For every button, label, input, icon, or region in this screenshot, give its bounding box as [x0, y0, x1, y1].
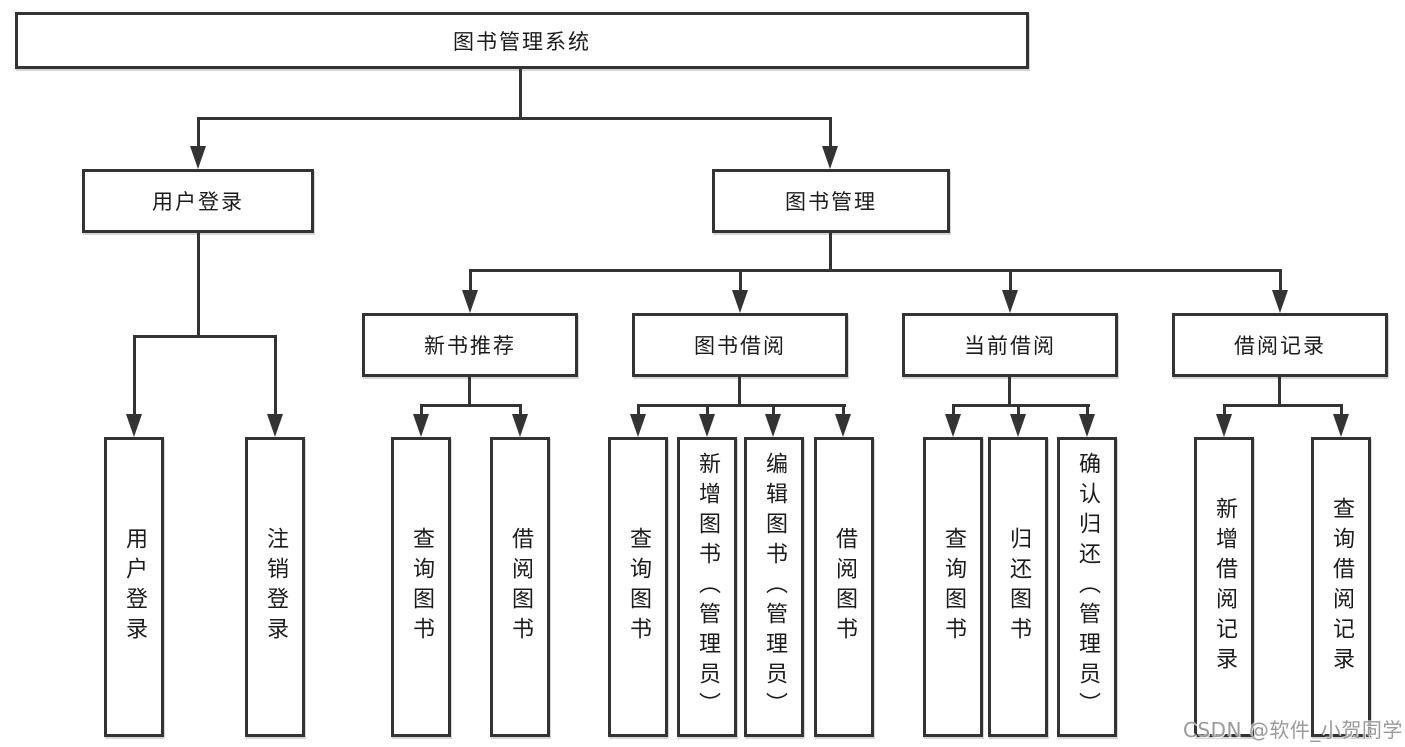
node-book-borrowing: 图书借阅	[632, 313, 848, 377]
connector-leaf-stem	[706, 404, 709, 417]
down-arrow	[1333, 414, 1349, 437]
leaf-return-books: 归还图书	[988, 437, 1048, 737]
leaf-query-books-borrowing: 查询图书	[608, 437, 668, 737]
connector-to-leaf-user-login	[133, 335, 136, 416]
connector-group-stem	[1278, 377, 1281, 407]
connector-user-login-stem	[197, 233, 200, 337]
leaf-query-books-recommend: 查询图书	[391, 437, 451, 737]
node-current-borrowing: 当前借阅	[902, 313, 1118, 377]
down-arrow	[822, 146, 838, 169]
leaf-logout-login: 注销登录	[245, 437, 305, 737]
down-arrow	[1216, 414, 1232, 437]
down-arrow	[413, 414, 429, 437]
leaf-add-books-admin: 新增图书（管理员）	[677, 437, 737, 737]
node-user-login: 用户登录	[82, 169, 314, 233]
connector-book-management-branch	[469, 269, 1282, 272]
down-arrow	[1079, 414, 1095, 437]
down-arrow	[190, 146, 206, 169]
down-arrow	[835, 414, 851, 437]
leaf-confirm-return-admin: 确认归还（管理员）	[1057, 437, 1117, 737]
down-arrow	[630, 414, 646, 437]
connector-root-stem	[519, 68, 522, 120]
connector-to-book-borrowing	[739, 269, 742, 295]
connector-to-leaf-logout	[274, 335, 277, 416]
node-library-management-system: 图书管理系统	[15, 12, 1029, 69]
connector-group-branch	[420, 404, 522, 407]
down-arrow	[512, 414, 528, 437]
down-arrow	[699, 414, 715, 437]
down-arrow	[1002, 290, 1018, 313]
connector-to-borrow-records	[1279, 269, 1282, 295]
node-borrowing-records: 借阅记录	[1172, 313, 1388, 377]
node-new-book-recommendation: 新书推荐	[362, 313, 578, 377]
csdn-watermark: CSDN @软件_小贺同学	[1183, 718, 1403, 742]
connector-leaf-stem	[842, 404, 845, 417]
connector-to-current-borrowing	[1009, 269, 1012, 295]
connector-leaf-stem	[637, 404, 640, 417]
connector-leaf-stem	[772, 404, 775, 417]
connector-book-management-stem	[829, 233, 832, 272]
connector-leaf-stem	[952, 404, 955, 417]
connector-group-branch	[952, 404, 1090, 407]
down-arrow	[126, 414, 142, 437]
leaf-borrow-books-recommend: 借阅图书	[490, 437, 550, 737]
leaf-add-borrow-record: 新增借阅记录	[1194, 437, 1254, 737]
connector-group-stem	[1008, 377, 1011, 407]
connector-leaf-stem	[1086, 404, 1089, 417]
leaf-query-books-current: 查询图书	[923, 437, 983, 737]
connector-leaf-stem	[1017, 404, 1020, 417]
leaf-query-borrow-record: 查询借阅记录	[1311, 437, 1371, 737]
down-arrow	[765, 414, 781, 437]
connector-leaf-stem	[1340, 404, 1343, 417]
connector-group-branch	[1223, 404, 1343, 407]
down-arrow	[945, 414, 961, 437]
connector-to-user-login	[197, 117, 200, 149]
connector-group-stem	[468, 377, 471, 407]
leaf-borrow-books: 借阅图书	[814, 437, 874, 737]
connector-to-new-book	[469, 269, 472, 295]
connector-leaf-stem	[519, 404, 522, 417]
down-arrow	[1010, 414, 1026, 437]
connector-leaf-stem	[420, 404, 423, 417]
connector-group-branch	[637, 404, 846, 407]
connector-to-book-management	[829, 117, 832, 149]
down-arrow	[267, 414, 283, 437]
down-arrow	[1272, 290, 1288, 313]
connector-user-login-branch	[133, 335, 277, 338]
down-arrow	[732, 290, 748, 313]
connector-leaf-stem	[1223, 404, 1226, 417]
leaf-edit-books-admin: 编辑图书（管理员）	[744, 437, 804, 737]
down-arrow	[462, 290, 478, 313]
node-book-management: 图书管理	[712, 169, 950, 233]
leaf-user-login: 用户登录	[104, 437, 164, 737]
connector-root-branch	[197, 117, 831, 120]
connector-group-stem	[738, 377, 741, 407]
